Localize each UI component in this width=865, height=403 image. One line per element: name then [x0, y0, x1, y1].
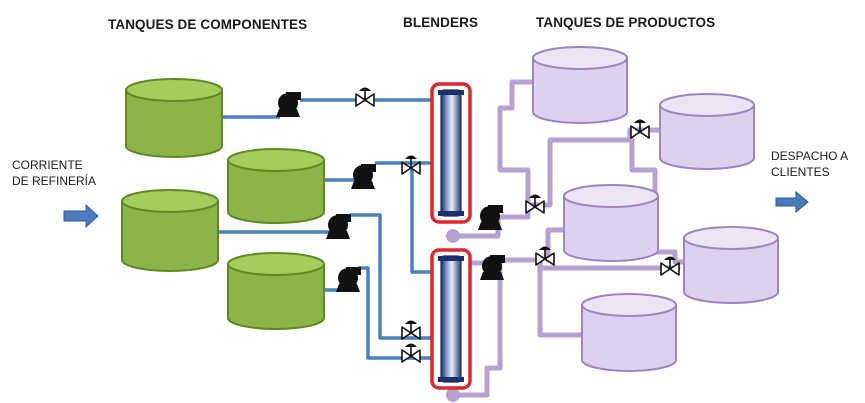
product-pipe-upper-riser — [497, 79, 536, 220]
inlet-label: CORRIENTE DE REFINERÍA — [12, 157, 96, 189]
product-tank-1 — [532, 46, 628, 124]
pump-icon — [480, 255, 505, 280]
blender-lower — [430, 248, 472, 390]
pump-icon — [351, 164, 376, 189]
pump-icon — [326, 214, 351, 239]
component-tank-1 — [125, 78, 223, 158]
product-pipe-bottom — [452, 265, 503, 398]
component-tank-3 — [121, 189, 219, 272]
blender-upper — [430, 82, 472, 224]
outlet-label-line1: DESPACHO A — [771, 149, 849, 163]
header-component-tanks: TANQUES DE COMPONENTES — [108, 17, 308, 32]
pump-icon — [276, 92, 301, 117]
blender-outlet-upper — [446, 229, 460, 243]
feed-pipe-3 — [218, 213, 432, 340]
outlet-label: DESPACHO A CLIENTES — [771, 148, 848, 180]
feed-pipe-5 — [410, 168, 432, 274]
product-pipe-lower-branch — [537, 257, 585, 338]
inlet-label-line2: DE REFINERÍA — [12, 174, 97, 188]
component-tank-4 — [227, 252, 325, 330]
inlet-label-line1: CORRIENTE — [12, 158, 83, 172]
outlet-label-line2: CLIENTES — [771, 165, 830, 179]
valve-icon — [401, 319, 421, 340]
feed-pipe-1 — [222, 98, 432, 119]
component-tank-2 — [227, 148, 325, 224]
outlet-arrow-icon — [775, 190, 809, 214]
valve-icon — [630, 118, 650, 139]
product-pipes — [452, 79, 693, 398]
valve-icon — [535, 245, 555, 266]
product-tank-5 — [581, 293, 677, 372]
product-tank-2 — [659, 93, 755, 170]
inlet-arrow-icon — [63, 203, 99, 229]
product-tank-4 — [683, 226, 779, 304]
blender-outlet-lower — [446, 388, 460, 402]
header-blenders: BLENDERS — [403, 15, 479, 30]
valve-icon — [355, 86, 375, 107]
product-tank-3 — [563, 184, 659, 262]
header-product-tanks: TANQUES DE PRODUCTOS — [536, 15, 716, 30]
feed-pipes — [218, 98, 432, 360]
pump-icon — [336, 267, 361, 292]
pump-icon — [478, 205, 503, 230]
